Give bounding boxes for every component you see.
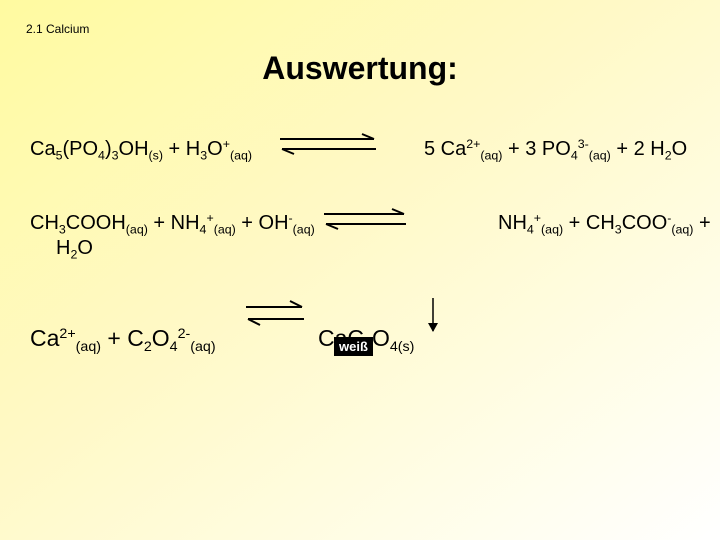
page-title: Auswertung: xyxy=(262,50,458,86)
eq2-right: NH4+(aq) + CH3COO-(aq) + xyxy=(498,211,711,237)
precipitate-arrow-icon xyxy=(428,298,438,332)
section-label: 2.1 Calcium xyxy=(26,22,90,36)
equilibrium-arrow-1 xyxy=(280,133,376,155)
eq1-left: Ca5(PO4)3OH(s) + H3O+(aq) xyxy=(30,137,252,163)
eq2-continuation: H2O xyxy=(56,237,93,262)
equilibrium-arrow-3 xyxy=(246,300,304,326)
eq1-right: 5 Ca2+(aq) + 3 PO43-(aq) + 2 H2O xyxy=(424,137,688,163)
eq3-left: Ca2+(aq) + C2O42-(aq) xyxy=(30,325,216,355)
equilibrium-arrow-2 xyxy=(324,208,406,230)
precipitate-label: weiß xyxy=(334,337,373,356)
eq2-left: CH3COOH(aq) + NH4+(aq) + OH-(aq) xyxy=(30,211,315,237)
